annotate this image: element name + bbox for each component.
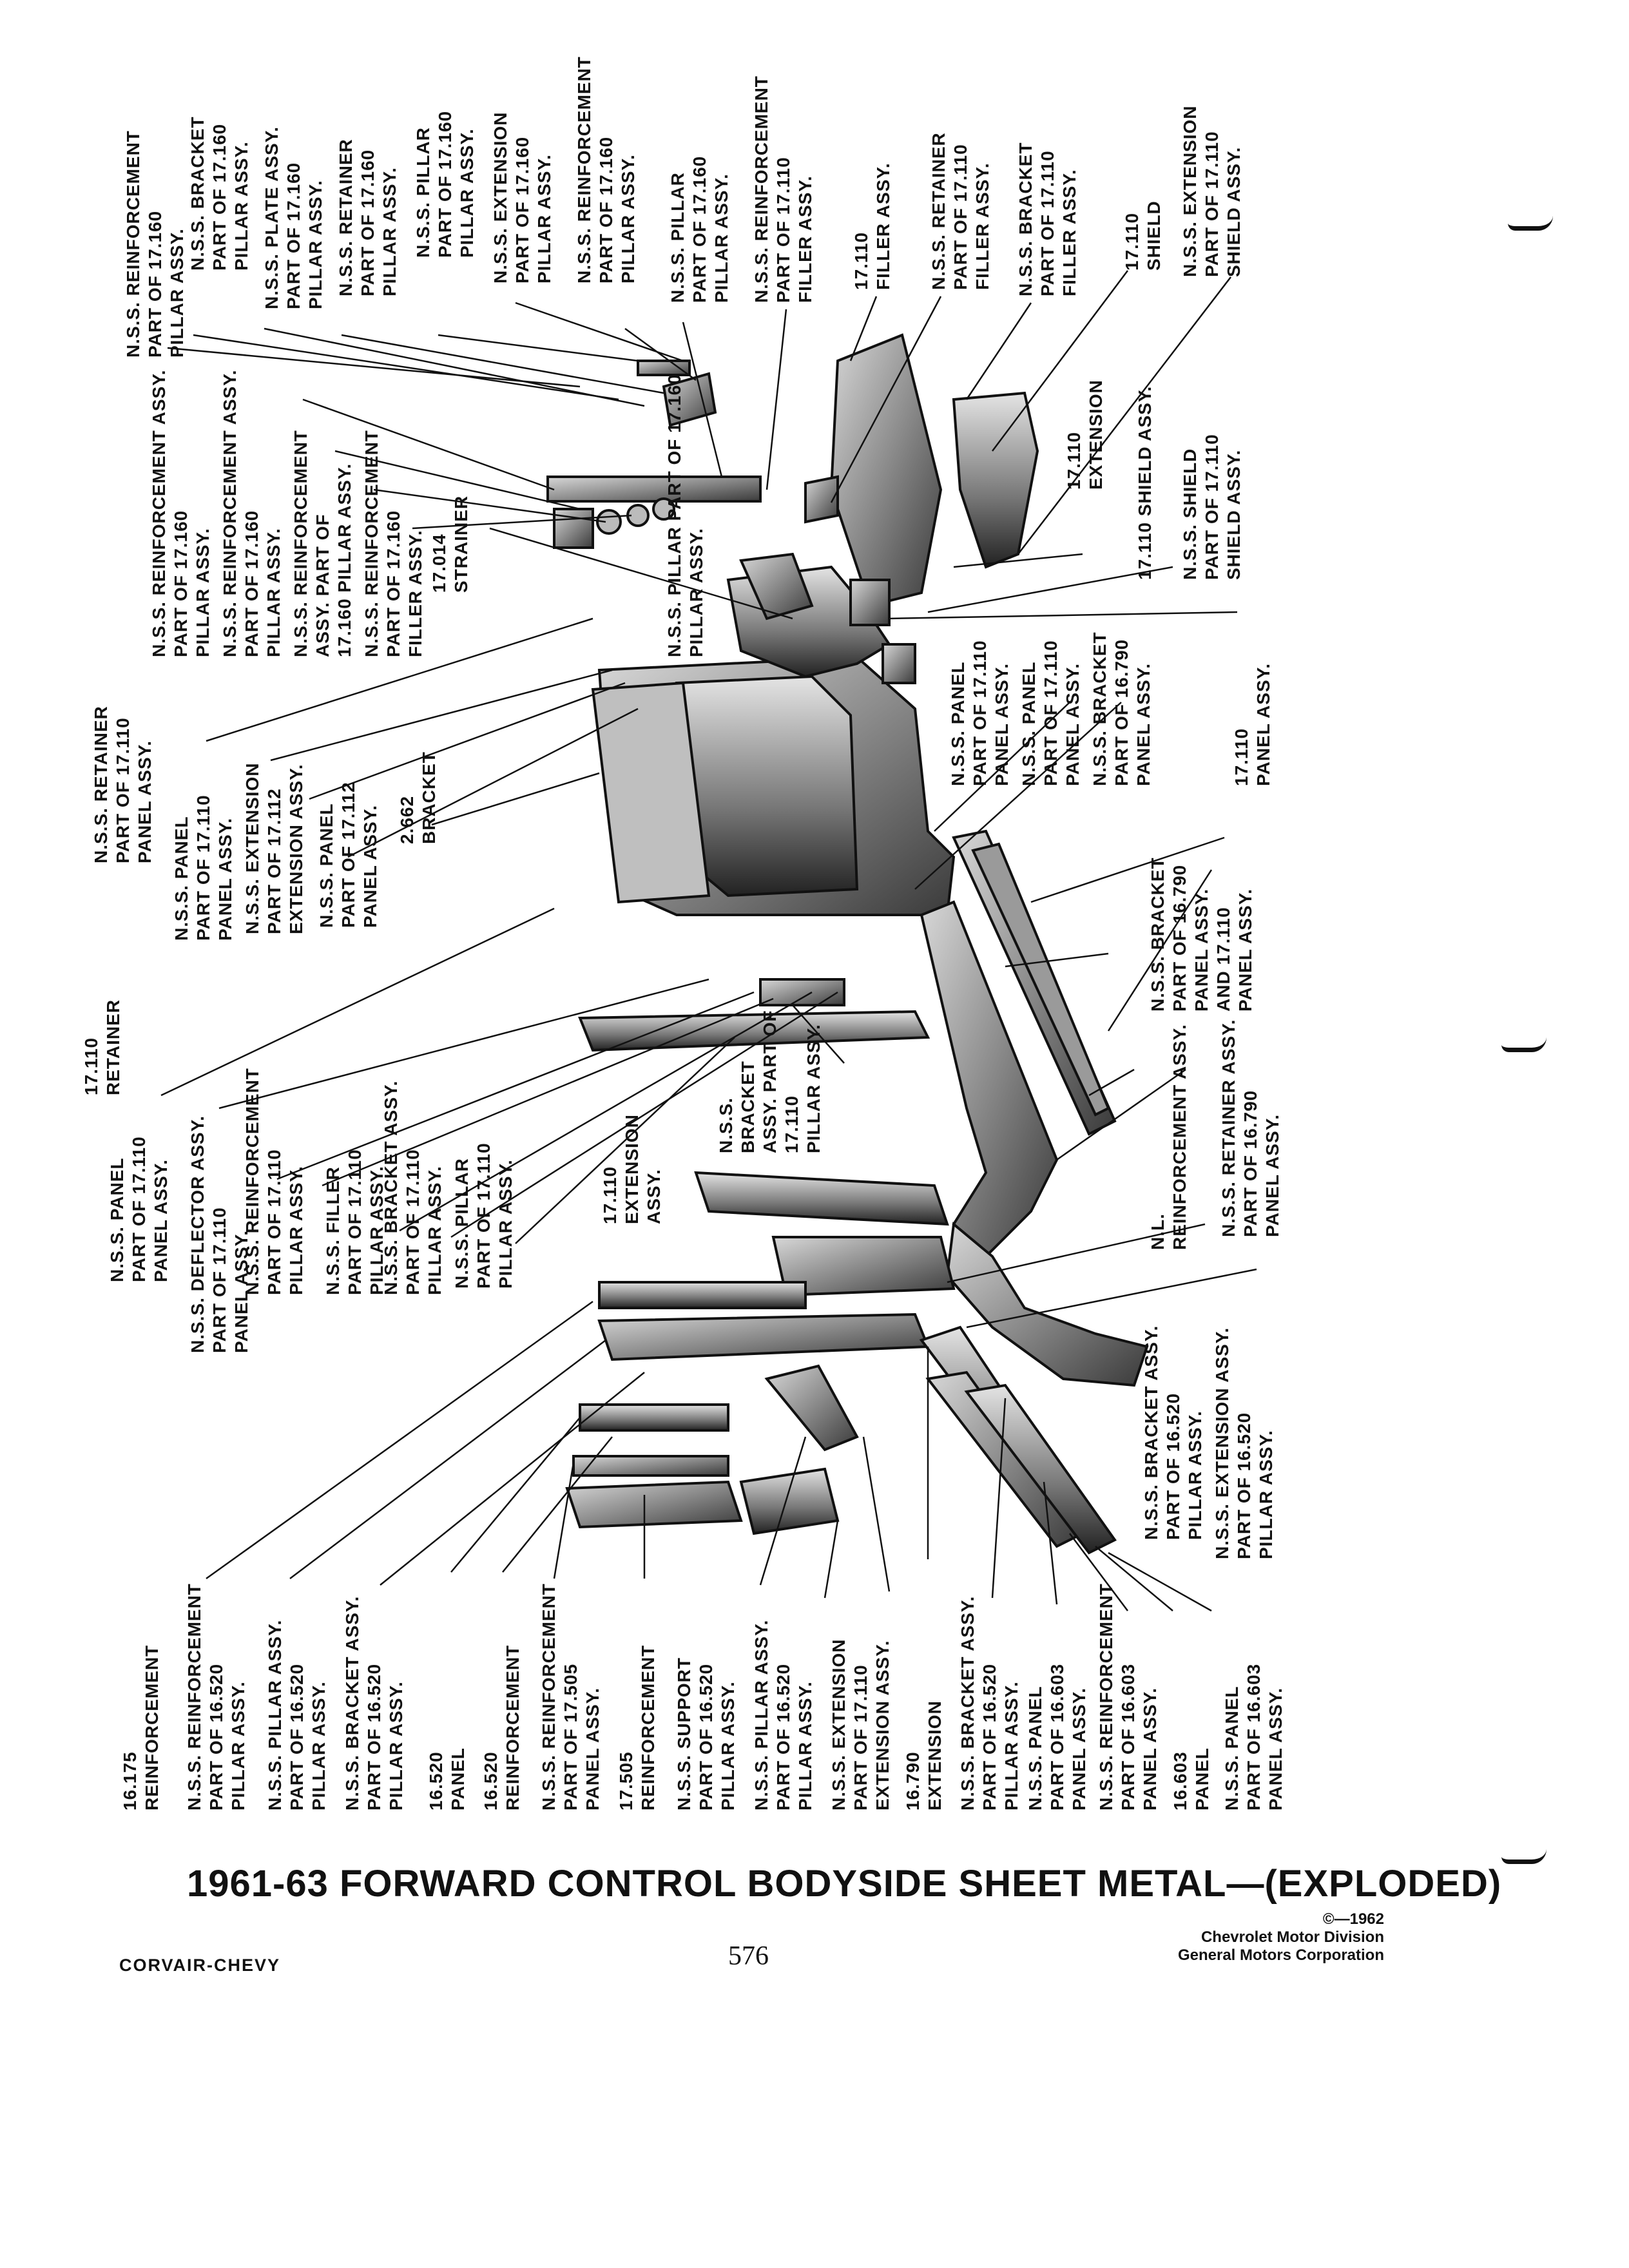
callout-bottom-9: N.S.S. SUPPORT PART OF 16.520 PILLAR ASS… xyxy=(674,1657,738,1811)
callout-mid-1: N.S.S. RETAINER PART OF 17.110 PANEL ASS… xyxy=(91,706,155,863)
bracket-assembly-plate xyxy=(771,1236,956,1297)
callout-upper-7: 17.110 EXTENSION xyxy=(1064,380,1106,490)
callout-lowmid-14: N.S.S. EXTENSION ASSY. PART OF 16.520 PI… xyxy=(1212,1327,1276,1559)
binder-mark xyxy=(1501,1037,1547,1052)
callout-bottom-7: N.S.S. REINFORCEMENT PART OF 17.505 PANE… xyxy=(539,1583,602,1811)
callout-bottom-4: N.S.S. BRACKET ASSY. PART OF 16.520 PILL… xyxy=(342,1595,406,1811)
callout-lowmid-8: 17.110 EXTENSION ASSY. xyxy=(600,1114,664,1224)
callout-upper-2: N.S.S. REINFORCEMENT ASSY. PART OF 17.16… xyxy=(149,369,213,657)
callout-lowmid-4: N.S.S. REINFORCEMENT PART OF 17.110 PILL… xyxy=(242,1068,306,1295)
callout-lowmid-2: N.S.S. PANEL PART OF 17.110 PANEL ASSY. xyxy=(107,1136,171,1282)
callout-top-14: N.S.S. EXTENSION PART OF 17.110 SHIELD A… xyxy=(1180,105,1244,278)
middle-rails xyxy=(578,978,956,1297)
callout-upper-5: N.S.S. REINFORCEMENT PART OF 17.160 FILL… xyxy=(361,430,425,657)
binder-mark xyxy=(1501,1849,1547,1864)
callout-bottom-16: 16.603 PANEL xyxy=(1170,1747,1212,1811)
callout-bottom-14: N.S.S. PANEL PART OF 16.603 PANEL ASSY. xyxy=(1025,1663,1089,1811)
callout-mid-2: N.S.S. PANEL PART OF 17.110 PANEL ASSY. xyxy=(171,794,235,941)
lower-pillar-curve xyxy=(945,1222,1149,1387)
callout-top-13: 17.110 SHIELD xyxy=(1122,200,1164,271)
callout-lowmid-11: N.L. REINFORCEMENT ASSY. xyxy=(1148,1024,1190,1250)
page-number: 576 xyxy=(728,1941,769,1971)
callout-lowmid-5: N.S.S. FILLER PART OF 17.110 PILLAR ASSY… xyxy=(323,1149,387,1295)
copyright-corporation: General Motors Corporation xyxy=(1177,1946,1384,1964)
binder-mark xyxy=(1508,216,1553,231)
callout-bottom-11: N.S.S. EXTENSION PART OF 17.110 EXTENSIO… xyxy=(829,1639,892,1811)
callout-top-7: N.S.S. REINFORCEMENT PART OF 17.160 PILL… xyxy=(574,56,638,284)
callout-bottom-13: N.S.S. BRACKET ASSY. PART OF 16.520 PILL… xyxy=(958,1595,1021,1811)
callout-bottom-12: 16.790 EXTENSION xyxy=(903,1700,945,1811)
callout-top-6: N.S.S. EXTENSION PART OF 17.160 PILLAR A… xyxy=(490,111,554,284)
callout-mid-4: N.S.S. PANEL PART OF 17.112 PANEL ASSY. xyxy=(316,782,380,928)
shield-assembly xyxy=(952,391,1039,569)
callout-upper-3: N.S.S. REINFORCEMENT ASSY. PART OF 17.16… xyxy=(220,369,284,657)
callout-bottom-2: N.S.S. REINFORCEMENT PART OF 16.520 PILL… xyxy=(184,1583,248,1811)
callout-top-4: N.S.S. RETAINER PART OF 17.160 PILLAR AS… xyxy=(336,139,400,296)
callout-mid-7: N.S.S. PANEL PART OF 17.110 PANEL ASSY. xyxy=(1019,640,1083,786)
callout-lowmid-10: N.S.S. BRACKET PART OF 16.790 PANEL ASSY… xyxy=(1148,857,1255,1012)
callout-upper-4: N.S.S. REINFORCEMENT ASSY. PART OF 17.16… xyxy=(291,430,354,657)
callout-top-10: 17.110 FILLER ASSY. xyxy=(851,162,893,290)
callout-bottom-17: N.S.S. PANEL PART OF 16.603 PANEL ASSY. xyxy=(1222,1663,1286,1811)
callout-top-8: N.S.S. PILLAR PART OF 17.160 PILLAR ASSY… xyxy=(668,155,731,303)
reinforcement-rail xyxy=(952,829,1117,1136)
callout-lowmid-6: N.S.S. BRACKET ASSY. PART OF 17.110 PILL… xyxy=(381,1080,445,1295)
callout-top-2: N.S.S. BRACKET PART OF 17.160 PILLAR ASS… xyxy=(188,116,251,271)
leader-lines xyxy=(160,270,1257,1612)
copyright-block: ©—1962 Chevrolet Motor Division General … xyxy=(1178,1910,1384,1965)
callout-bottom-5: 16.520 PANEL xyxy=(426,1747,468,1811)
callout-top-12: N.S.S. BRACKET PART OF 17.110 FILLER ASS… xyxy=(1016,142,1079,296)
callout-bottom-10: N.S.S. PILLAR ASSY. PART OF 16.520 PILLA… xyxy=(751,1619,815,1811)
callout-lowmid-12: N.S.S. RETAINER ASSY. PART OF 16.790 PAN… xyxy=(1219,1019,1282,1237)
copyright-division: Chevrolet Motor Division xyxy=(1200,1928,1384,1946)
callout-top-11: N.S.S. RETAINER PART OF 17.110 FILLER AS… xyxy=(929,132,992,290)
callout-lowmid-9: N.S.S. BRACKET ASSY. PART OF 17.110 PILL… xyxy=(716,1010,824,1153)
tall-pillar xyxy=(920,900,1059,1258)
lower-extension-panel xyxy=(694,1171,949,1226)
callout-upper-1: N.S.S. PILLAR PART OF 17.160 PILLAR ASSY… xyxy=(664,374,706,657)
callout-top-3: N.S.S. PLATE ASSY. PART OF 17.160 PILLAR… xyxy=(262,126,325,309)
strainer xyxy=(739,552,814,620)
callout-mid-3: N.S.S. EXTENSION PART OF 17.112 EXTENSIO… xyxy=(242,762,306,935)
footer-publication: CORVAIR-CHEVY xyxy=(119,1956,281,1975)
callout-mid-8: N.S.S. BRACKET PART OF 16.790 PANEL ASSY… xyxy=(1090,631,1153,786)
bodyside-assembly xyxy=(591,333,1149,1387)
bracket-clips xyxy=(759,978,845,1006)
callout-mid-5: 2.662 BRACKET xyxy=(397,751,439,844)
callout-upper-6: 17.014 STRAINER xyxy=(429,495,471,593)
callout-bottom-3: N.S.S. PILLAR ASSY. PART OF 16.520 PILLA… xyxy=(265,1619,329,1811)
callout-lowmid-7: N.S.S. PILLAR PART OF 17.110 PILLAR ASSY… xyxy=(452,1142,516,1289)
callout-lowmid-1: 17.110 RETAINER xyxy=(81,999,123,1095)
callout-top-5: N.S.S. PILLAR PART OF 17.160 PILLAR ASSY… xyxy=(413,110,477,258)
callout-mid-9: 17.110 PANEL ASSY. xyxy=(1231,663,1273,786)
page-title: 1961-63 FORWARD CONTROL BODYSIDE SHEET M… xyxy=(187,1863,1502,1905)
copyright-year: ©—1962 xyxy=(1322,1910,1384,1928)
callout-top-1: N.S.S. REINFORCEMENT PART OF 17.160 PILL… xyxy=(123,130,187,358)
callout-upper-8: 17.110 SHIELD ASSY. xyxy=(1135,385,1155,580)
callout-top-9: N.S.S. REINFORCEMENT PART OF 17.110 FILL… xyxy=(751,75,815,303)
callout-bottom-8: 17.505 REINFORCEMENT xyxy=(616,1644,658,1811)
bracket-block-2 xyxy=(882,643,916,684)
callout-lowmid-13: N.S.S. BRACKET ASSY. PART OF 16.520 PILL… xyxy=(1141,1325,1205,1540)
panel-front-recess xyxy=(591,681,711,904)
callout-bottom-1: 16.175 REINFORCEMENT xyxy=(120,1644,162,1811)
bracket-block-1 xyxy=(849,579,891,626)
callout-bottom-6: 16.520 REINFORCEMENT xyxy=(481,1644,523,1811)
callout-upper-9: N.S.S. SHIELD PART OF 17.110 SHIELD ASSY… xyxy=(1180,434,1244,580)
callout-mid-6: N.S.S. PANEL PART OF 17.110 PANEL ASSY. xyxy=(948,640,1012,786)
callout-bottom-15: N.S.S. REINFORCEMENT PART OF 16.603 PANE… xyxy=(1096,1583,1160,1811)
